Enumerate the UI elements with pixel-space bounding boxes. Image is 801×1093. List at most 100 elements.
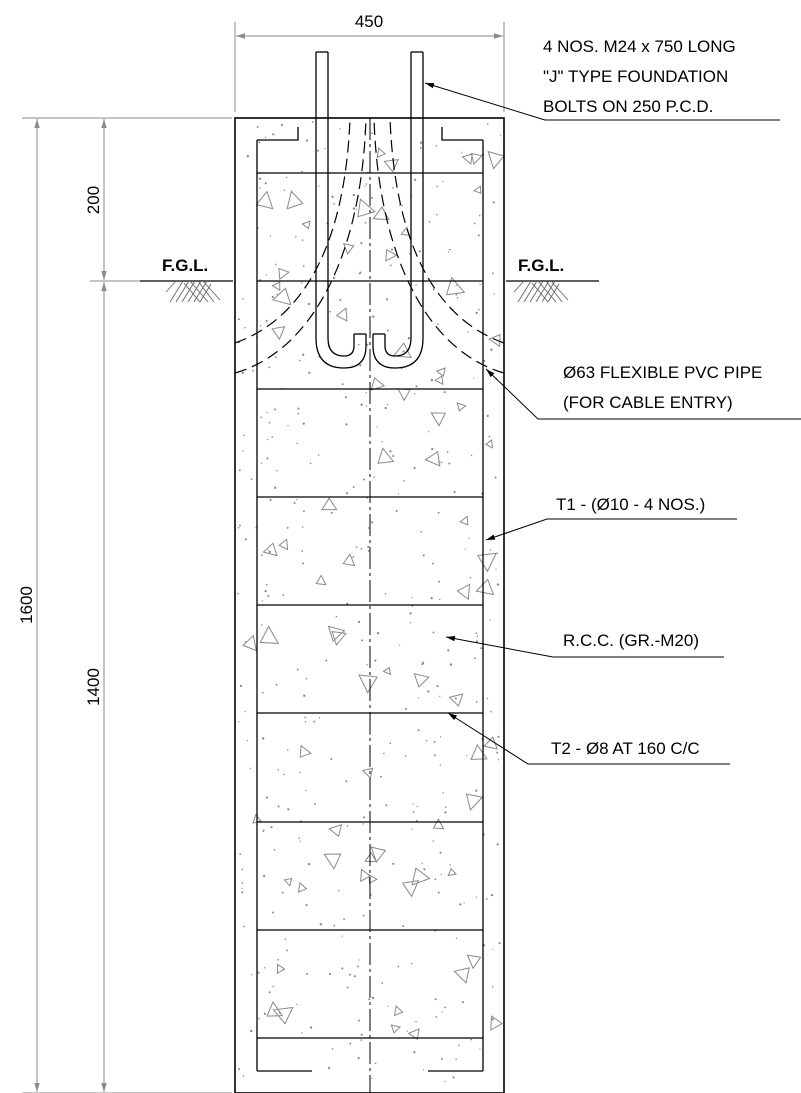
aggregate-dot	[376, 632, 380, 635]
aggregate-dot	[493, 293, 495, 295]
aggregate-dot	[436, 185, 438, 188]
aggregate-dot	[266, 438, 269, 441]
aggregate-dot	[242, 1075, 245, 1077]
aggregate-dot	[301, 282, 303, 284]
concrete-aggregate-texture	[237, 121, 505, 1083]
aggregate-dot	[339, 299, 342, 301]
aggregate-dot	[412, 803, 414, 805]
aggregate-dot	[365, 183, 368, 185]
aggregate-stone	[252, 813, 262, 824]
aggregate-dot	[432, 288, 435, 291]
aggregate-dot	[266, 457, 269, 460]
aggregate-dot	[432, 562, 434, 565]
aggregate-dot	[496, 751, 499, 754]
aggregate-dot	[302, 422, 305, 425]
aggregate-dot	[345, 423, 348, 426]
aggregate-dot	[392, 862, 395, 865]
aggregate-stone	[470, 152, 483, 166]
aggregate-dot	[371, 521, 374, 524]
aggregate-dot	[273, 408, 276, 411]
aggregate-dot	[459, 903, 462, 906]
aggregate-stone	[323, 853, 342, 870]
aggregate-dot	[344, 396, 348, 399]
ground-level-left	[140, 280, 233, 303]
aggregate-dot	[237, 318, 240, 321]
annotation-pipe-line2: (FOR CABLE ENTRY)	[563, 393, 733, 412]
aggregate-dot	[372, 315, 375, 318]
aggregate-dot	[446, 451, 449, 454]
aggregate-dot	[411, 596, 413, 599]
aggregate-dot	[456, 297, 459, 299]
annotation-bolts-line1: 4 NOS. M24 x 750 LONG	[543, 37, 736, 56]
aggregate-dot	[352, 556, 355, 558]
aggregate-stone	[434, 375, 444, 385]
aggregate-dot	[369, 733, 371, 736]
aggregate-dot	[271, 296, 274, 299]
aggregate-dot	[324, 147, 326, 150]
aggregate-dot	[479, 283, 481, 286]
aggregate-dot	[476, 635, 479, 637]
aggregate-dot	[403, 480, 405, 482]
aggregate-stone	[407, 1028, 420, 1041]
aggregate-dot	[352, 193, 355, 197]
aggregate-dot	[268, 550, 271, 554]
aggregate-dot	[374, 1062, 377, 1065]
aggregate-stone	[476, 552, 497, 573]
aggregate-dot	[392, 455, 395, 457]
aggregate-dot	[238, 469, 241, 472]
aggregate-dot	[420, 530, 422, 533]
dimension-below-ground-label: 1400	[84, 668, 103, 706]
aggregate-dot	[376, 426, 378, 428]
aggregate-dot	[286, 949, 289, 952]
annotation-bolts-line2: "J" TYPE FOUNDATION	[543, 67, 728, 86]
aggregate-dot	[363, 816, 366, 819]
aggregate-dot	[268, 991, 271, 994]
aggregate-dot	[268, 421, 271, 424]
aggregate-dot	[238, 1068, 240, 1071]
aggregate-dot	[305, 789, 307, 792]
aggregate-dot	[239, 853, 242, 855]
aggregate-dot	[329, 310, 331, 313]
aggregate-dot	[368, 998, 371, 1001]
aggregate-dot	[307, 862, 311, 866]
aggregate-dot	[284, 938, 287, 940]
aggregate-dot	[362, 823, 364, 825]
aggregate-dot	[259, 325, 262, 327]
aggregate-dot	[302, 265, 305, 267]
aggregate-dot	[250, 478, 253, 481]
aggregate-dot	[480, 647, 483, 650]
aggregate-dot	[251, 974, 253, 976]
aggregate-dot	[495, 568, 497, 570]
aggregate-dot	[430, 597, 433, 600]
aggregate-dot	[296, 1003, 298, 1006]
aggregate-dot	[460, 151, 463, 153]
aggregate-stone	[370, 846, 387, 863]
aggregate-dot	[478, 214, 481, 217]
aggregate-stone	[278, 538, 289, 551]
aggregate-dot	[295, 236, 297, 238]
aggregate-dot	[418, 250, 421, 253]
aggregate-dot	[474, 657, 476, 660]
annotation-t1: T1 - (Ø10 - 4 NOS.)	[556, 495, 705, 514]
aggregate-dot	[455, 1058, 457, 1061]
aggregate-dot	[264, 182, 267, 185]
aggregate-stone	[401, 879, 420, 898]
aggregate-dot	[366, 664, 368, 666]
aggregate-dot	[283, 773, 285, 776]
aggregate-dot	[256, 125, 259, 128]
aggregate-dot	[448, 462, 451, 465]
aggregate-dot	[415, 284, 417, 286]
aggregate-stone	[297, 881, 308, 893]
aggregate-stone	[448, 693, 464, 707]
aggregate-dot	[475, 632, 478, 635]
aggregate-dot	[293, 501, 296, 505]
aggregate-stone	[484, 438, 493, 449]
aggregate-dot	[330, 511, 333, 514]
aggregate-dot	[274, 356, 277, 359]
aggregate-dot	[371, 1077, 373, 1079]
aggregate-dot	[497, 759, 500, 761]
aggregate-dot	[475, 311, 478, 315]
aggregate-stone	[466, 954, 482, 970]
aggregate-dot	[275, 263, 277, 266]
aggregate-dot	[486, 697, 489, 700]
